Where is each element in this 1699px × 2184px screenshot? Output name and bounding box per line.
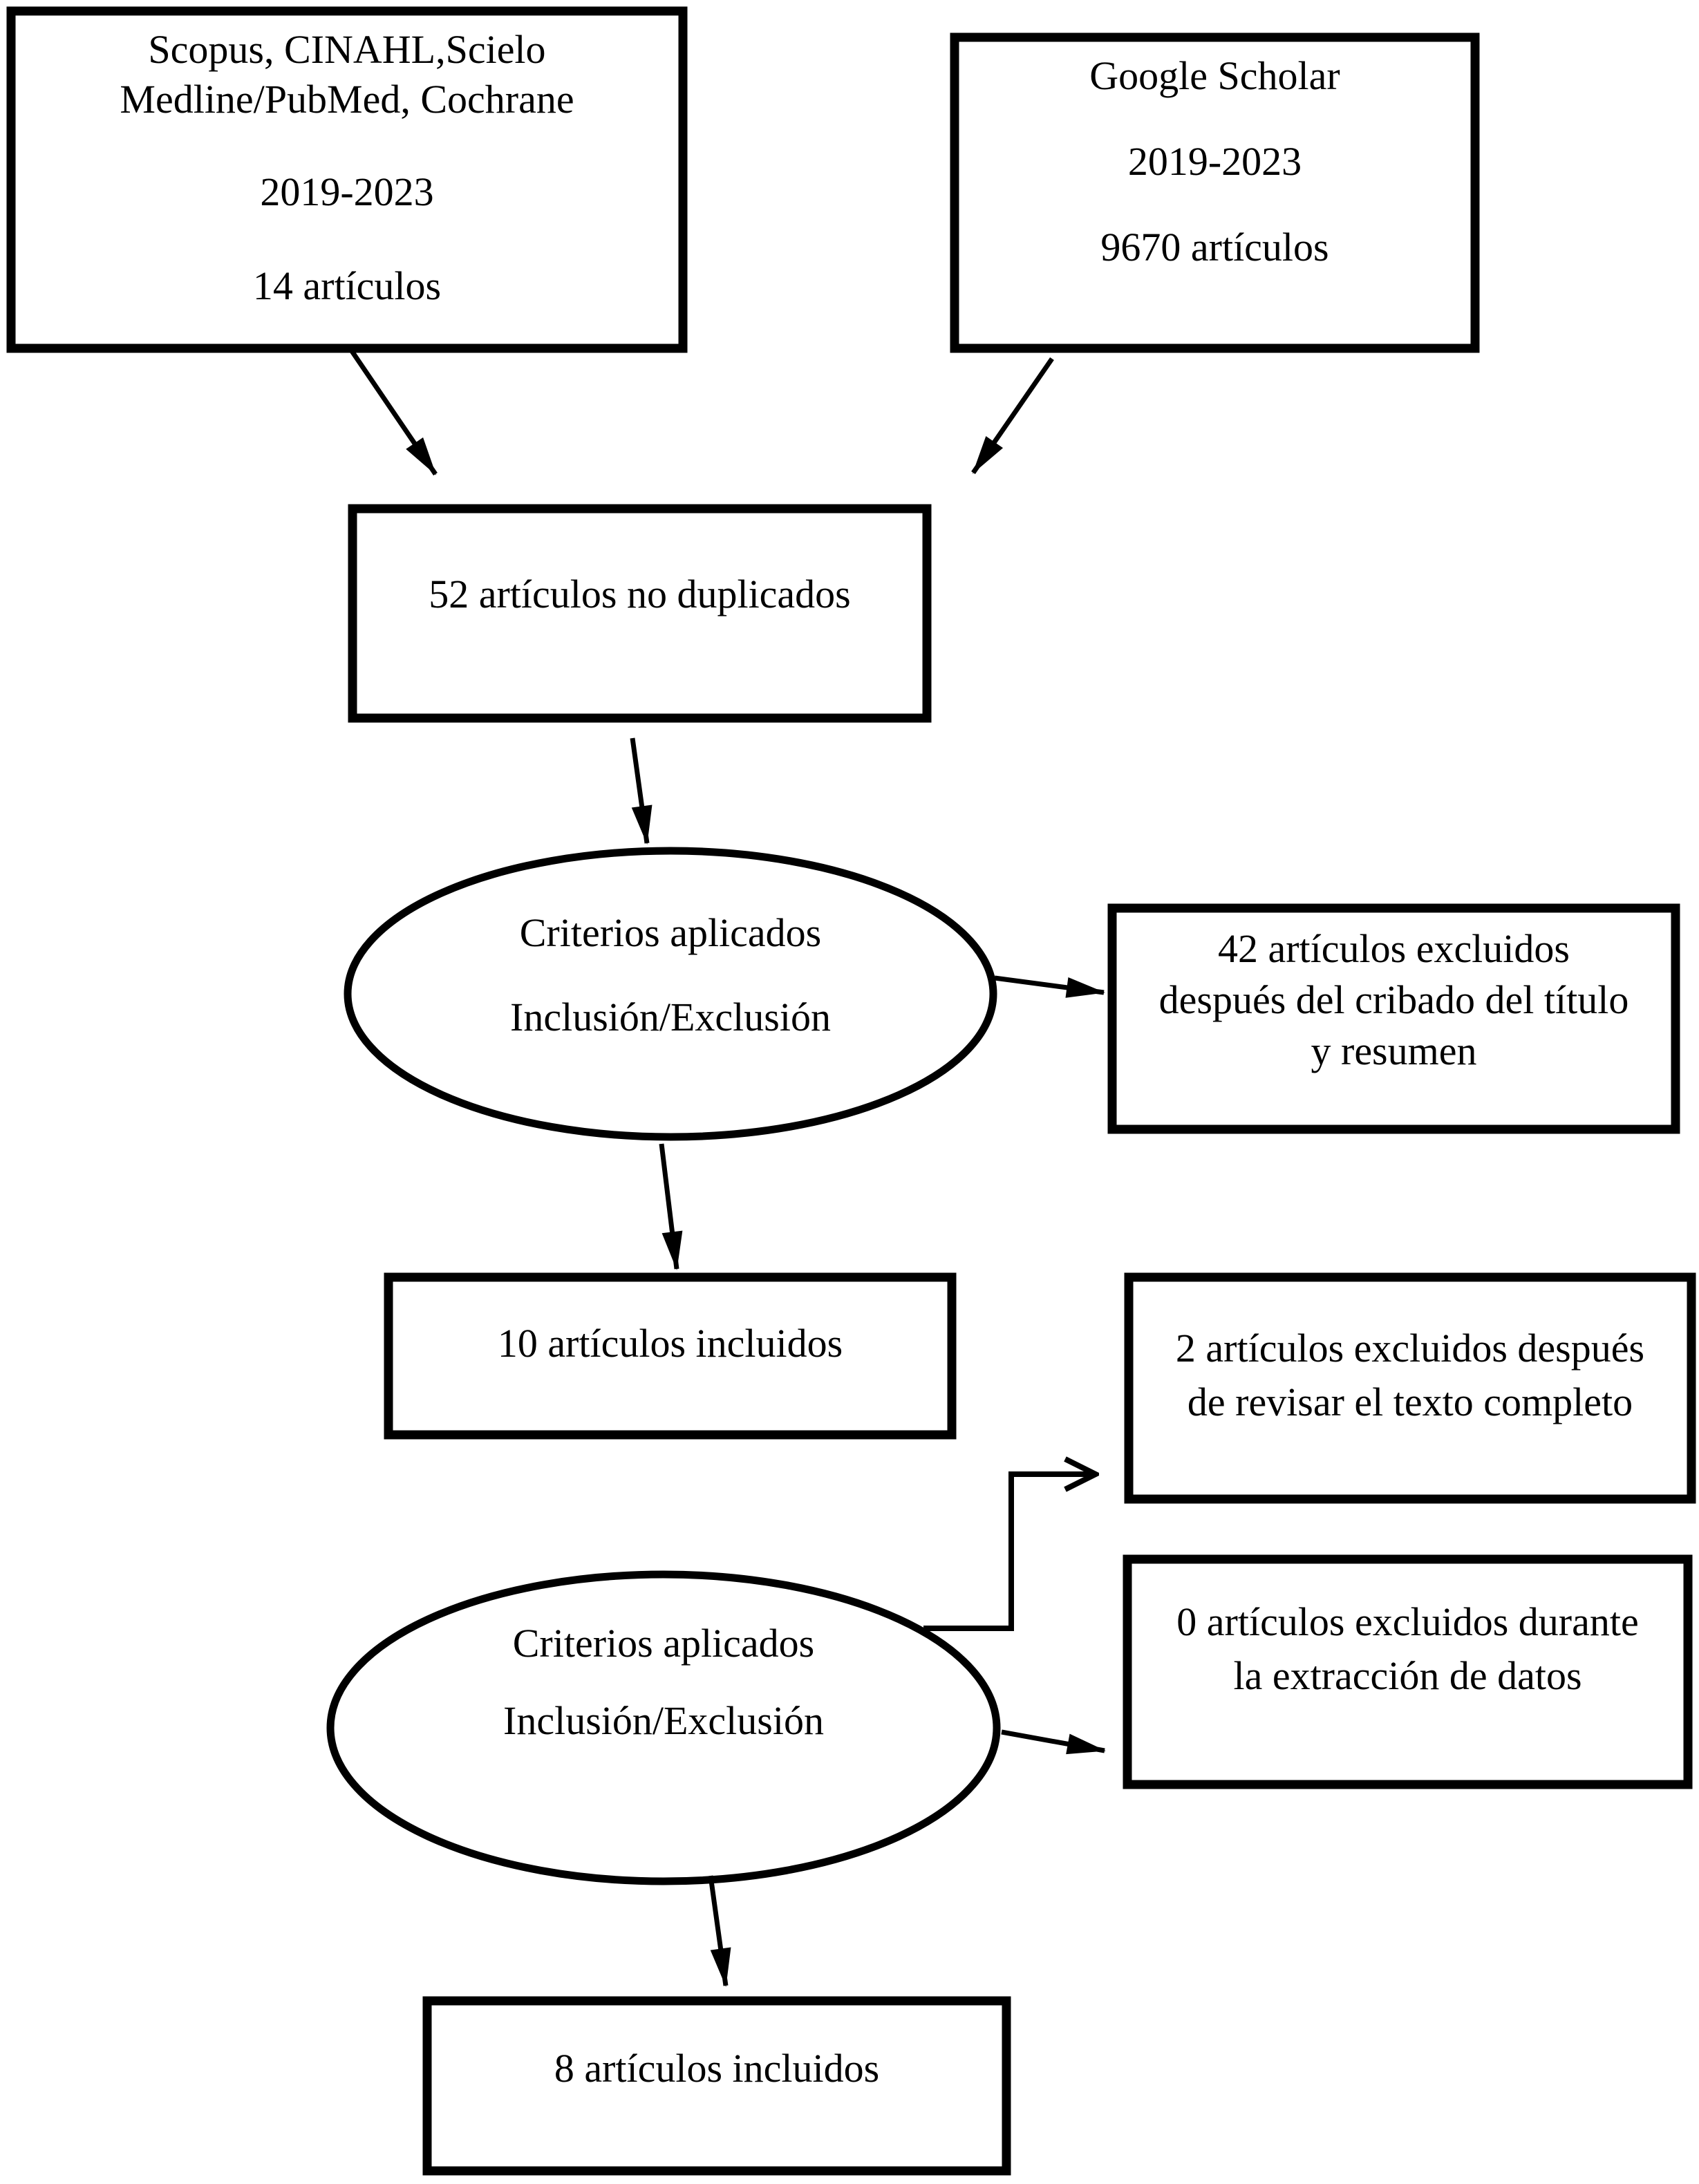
excluded-extraction-line1: 0 artículos excluidos durante (1176, 1599, 1639, 1644)
excluded-screening-box-shape (1107, 903, 1680, 1134)
deduplicated-box: 52 artículos no duplicados (348, 505, 931, 619)
databases-box-shape (6, 6, 688, 353)
criteria-ellipse-1: Criterios aplicados Inclusión/Exclusión (344, 847, 997, 1042)
included-10-box: 10 artículos incluidos (388, 1277, 952, 1368)
google-scholar-title: Google Scholar (1089, 53, 1340, 98)
excluded-fulltext-box-shape (1124, 1272, 1696, 1504)
criteria2-line1: Criterios aplicados (512, 1621, 815, 1666)
arrow-criteria2-to-included-8 (708, 1875, 731, 1987)
google-scholar-box: Google Scholar 2019-2023 9670 artículos (955, 33, 1475, 272)
arrow-databases-to-dedup (350, 350, 438, 476)
arrow-dedup-to-criteria1 (630, 737, 653, 845)
excluded-screening-box: 42 artículos excluidos después del criba… (1112, 908, 1675, 1077)
deduplicated-text: 52 artículos no duplicados (429, 572, 851, 616)
arrow-criteria1-to-excluded-screening (994, 975, 1105, 998)
arrow-criteria2-to-excluded-extraction (1001, 1729, 1106, 1755)
included-8-box: 8 artículos incluidos (427, 2001, 1006, 2093)
excluded-fulltext-line2: de revisar el texto completo (1187, 1380, 1633, 1424)
google-scholar-box-shape (950, 32, 1480, 353)
excluded-screening-line3: y resumen (1311, 1028, 1477, 1073)
excluded-extraction-box: 0 artículos excluidos durante la extracc… (1127, 1559, 1688, 1703)
excluded-fulltext-line1: 2 artículos excluidos después (1175, 1326, 1645, 1371)
criteria1-line2: Inclusión/Exclusión (510, 995, 831, 1039)
deduplicated-box-shape (348, 504, 932, 723)
included-8-box-shape (422, 1996, 1011, 2176)
criteria1-line1: Criterios aplicados (519, 910, 822, 955)
google-scholar-period: 2019-2023 (1127, 139, 1302, 184)
criteria2-line2: Inclusión/Exclusión (503, 1698, 824, 1743)
databases-title-line1: Scopus, CINAHL,Scielo (148, 27, 546, 72)
included-10-text: 10 artículos incluidos (497, 1321, 843, 1366)
google-scholar-count: 9670 artículos (1100, 225, 1329, 270)
databases-box: Scopus, CINAHL,Scielo Medline/PubMed, Co… (11, 11, 683, 311)
included-10-box-shape (384, 1272, 957, 1440)
excluded-fulltext-box: 2 artículos excluidos después de revisar… (1129, 1277, 1691, 1429)
arrow-criteria2-to-excluded-fulltext (923, 1474, 1096, 1631)
criteria-ellipse-1-shape (344, 847, 997, 1141)
excluded-screening-line1: 42 artículos excluidos (1217, 926, 1570, 971)
databases-period: 2019-2023 (260, 169, 434, 214)
excluded-screening-line2: después del cribado del título (1158, 977, 1629, 1022)
excluded-extraction-line2: la extracción de datos (1233, 1653, 1582, 1698)
databases-title-line2: Medline/PubMed, Cochrane (120, 77, 574, 122)
criteria-ellipse-2-shape (326, 1570, 1001, 1885)
excluded-extraction-box-shape (1123, 1554, 1693, 1789)
criteria-ellipse-2: Criterios aplicados Inclusión/Exclusión (326, 1570, 1001, 1746)
databases-count: 14 artículos (252, 263, 442, 308)
arrow-criteria1-to-included-10 (659, 1143, 683, 1270)
included-8-text: 8 artículos incluidos (554, 2046, 880, 2091)
arrow-google-to-dedup (971, 357, 1054, 474)
